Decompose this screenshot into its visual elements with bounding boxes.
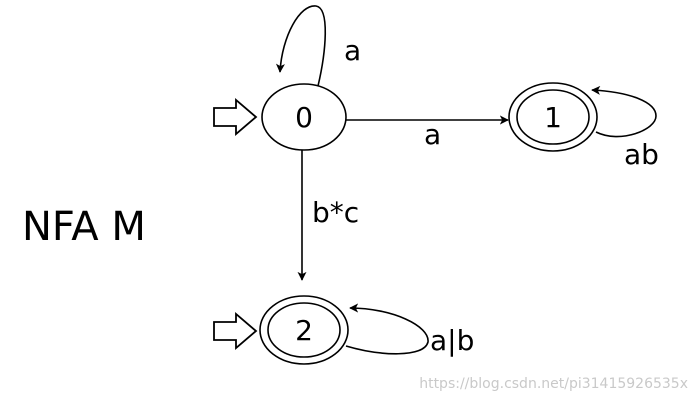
state-0: 0: [261, 83, 347, 151]
transition-2-2-label: a|b: [430, 324, 474, 357]
initial-state-2-arrow-icon: [213, 312, 258, 350]
state-1-label: 1: [544, 101, 562, 134]
initial-state-0-arrow-icon: [213, 98, 258, 136]
watermark-text: https://blog.csdn.net/pi31415926535x: [419, 376, 688, 392]
transition-0-0-label: a: [344, 34, 361, 67]
transition-0-1-label: a: [424, 118, 441, 151]
transition-1-1-label: ab: [624, 138, 659, 171]
diagram-title: NFA M: [22, 204, 146, 250]
state-2: 2: [259, 295, 349, 365]
transition-2-2: [345, 303, 429, 355]
transition-1-1: [591, 85, 657, 138]
transition-0-0: [275, 5, 327, 87]
transition-0-2-label: b*c: [312, 196, 359, 229]
state-1: 1: [508, 82, 598, 152]
state-2-label: 2: [295, 314, 313, 347]
state-0-label: 0: [295, 101, 313, 134]
